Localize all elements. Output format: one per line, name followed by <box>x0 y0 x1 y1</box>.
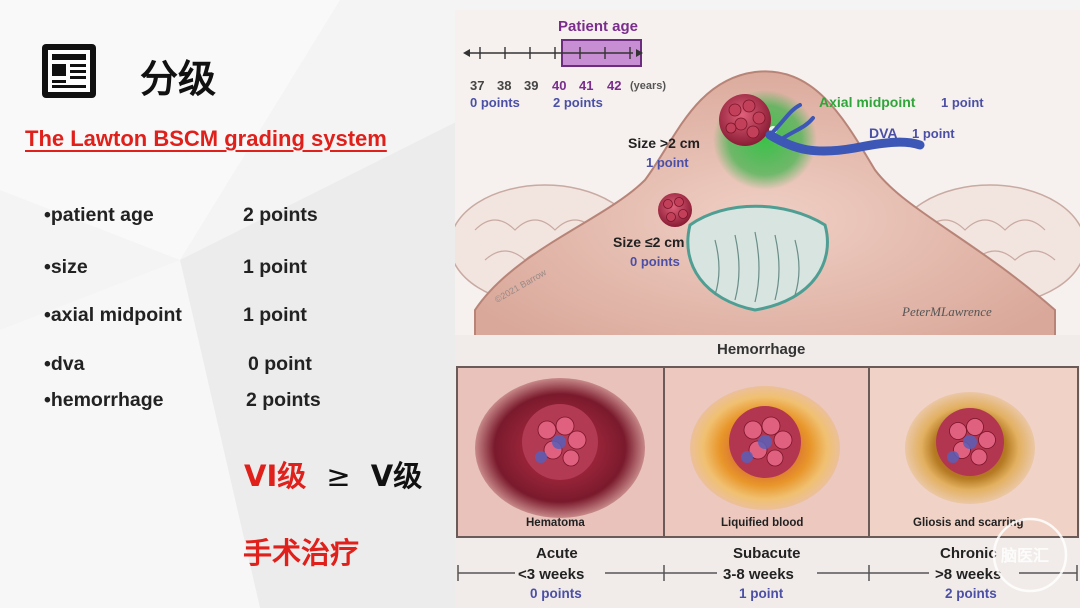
phase-points: 0 points <box>530 586 582 601</box>
age-points-low: 0 points <box>470 95 520 110</box>
size-large-points: 1 point <box>646 155 689 170</box>
size-small-points: 0 points <box>630 254 680 269</box>
size-large-label: Size >2 cm <box>628 135 700 151</box>
panel-caption: Liquified blood <box>721 517 803 529</box>
age-points-high: 2 points <box>553 95 603 110</box>
age-tick: 38 <box>497 78 511 93</box>
criteria-value: 2 points <box>243 204 318 226</box>
watermark-text: 脑医汇 <box>1001 546 1049 565</box>
size-small-label: Size ≤2 cm <box>613 234 685 250</box>
watermark: 脑医汇 <box>992 517 1068 593</box>
phase-points: 1 point <box>739 586 784 601</box>
dva-vein <box>765 130 925 156</box>
phase-label: Chronic <box>940 545 997 562</box>
phase-duration: >8 weeks <box>935 566 1001 583</box>
age-tick: 37 <box>470 78 484 93</box>
panel-caption: Hematoma <box>526 517 585 529</box>
criteria-value: 1 point <box>243 304 307 326</box>
lawton-grading-illustration: Patient age 37 38 39 40 41 42 (years) 0 … <box>455 10 1080 608</box>
hemorrhage-title: Hemorrhage <box>717 341 805 358</box>
grade-right: V级 <box>370 459 423 493</box>
criteria-label: •patient age <box>44 204 154 226</box>
criteria-label: •axial midpoint <box>44 304 182 326</box>
criteria-label: •hemorrhage <box>44 389 164 411</box>
slide-title: 分级 <box>140 57 217 101</box>
age-tick: 39 <box>524 78 538 93</box>
age-tick: 42 <box>607 78 621 93</box>
grade-left: VI级 <box>244 459 307 493</box>
phase-label: Subacute <box>733 545 801 562</box>
dva-points: 1 point <box>912 126 955 141</box>
axial-midpoint-label: Axial midpoint <box>819 94 916 110</box>
grade-comparison: VI级 ≥ V级 <box>244 453 422 495</box>
phase-duration: 3-8 weeks <box>723 566 794 583</box>
hemorrhage-panels <box>456 366 1079 538</box>
axial-midpoint-points: 1 point <box>941 95 984 110</box>
phase-points: 2 points <box>945 586 997 601</box>
panel-caption: Gliosis and scarring <box>913 517 1024 529</box>
age-tick: 41 <box>579 78 593 93</box>
dva-label: DVA <box>869 125 898 141</box>
criteria-value: 1 point <box>243 256 307 278</box>
criteria-value: 0 point <box>248 353 312 375</box>
criteria-label: •dva <box>44 353 85 375</box>
newspaper-icon <box>40 42 98 100</box>
age-unit: (years) <box>630 80 666 92</box>
artist-signature: PeterMLawrence <box>901 304 992 319</box>
treatment-label: 手术治疗 <box>243 536 360 570</box>
criteria-value: 2 points <box>246 389 321 411</box>
age-title: Patient age <box>558 18 638 35</box>
criteria-label: •size <box>44 256 88 278</box>
age-tick: 40 <box>552 78 566 93</box>
phase-duration: <3 weeks <box>518 566 584 583</box>
phase-label: Acute <box>536 545 578 562</box>
grading-system-heading: The Lawton BSCM grading system <box>25 126 387 151</box>
grade-symbol: ≥ <box>326 459 351 493</box>
